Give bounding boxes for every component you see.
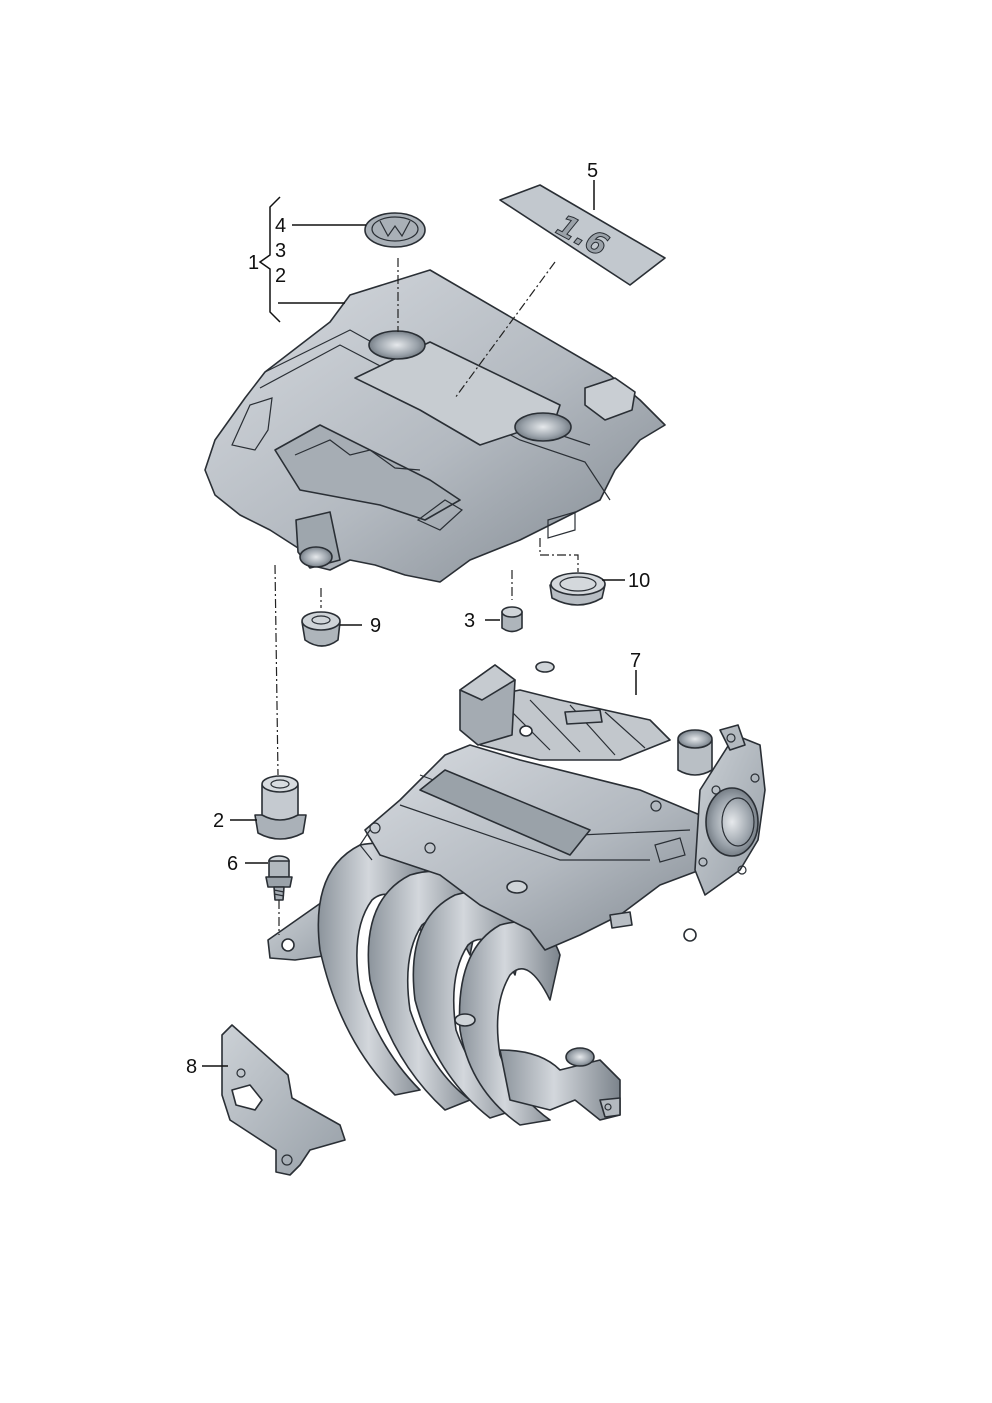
bolt-6: [265, 855, 293, 901]
cover-hole-top: [368, 330, 426, 360]
callout-7: 7: [630, 650, 641, 672]
callout-3: 3: [464, 610, 475, 632]
grommet-9: [301, 611, 341, 647]
callout-6: 6: [227, 853, 238, 875]
group-brace: [258, 196, 281, 323]
callout-3-group: 3: [275, 240, 286, 262]
callout-10: 10: [628, 570, 650, 592]
leader-lines: [202, 180, 637, 1067]
bushing-2: [254, 775, 307, 840]
callout-2-group: 2: [275, 265, 286, 287]
grommet-10: [549, 572, 606, 606]
bracket-plate-8: [221, 1024, 346, 1176]
engine-cover: [204, 269, 666, 583]
decal-plate: 1.6: [499, 184, 666, 286]
vw-emblem: [364, 212, 426, 248]
assembly-lines: [274, 258, 579, 935]
callout-9: 9: [370, 615, 381, 637]
cover-hole-right: [514, 412, 572, 442]
callout-1: 1: [248, 252, 259, 274]
callout-5: 5: [587, 160, 598, 182]
intake-manifold: [267, 661, 766, 1126]
callout-8: 8: [186, 1056, 197, 1078]
callout-2: 2: [213, 810, 224, 832]
callout-labels: 1 4 3 2 5 10 9 3 7 2 6 8: [186, 160, 650, 1078]
callout-4: 4: [275, 215, 286, 237]
spacer-3: [501, 606, 523, 633]
cover-hole-front: [299, 546, 333, 568]
